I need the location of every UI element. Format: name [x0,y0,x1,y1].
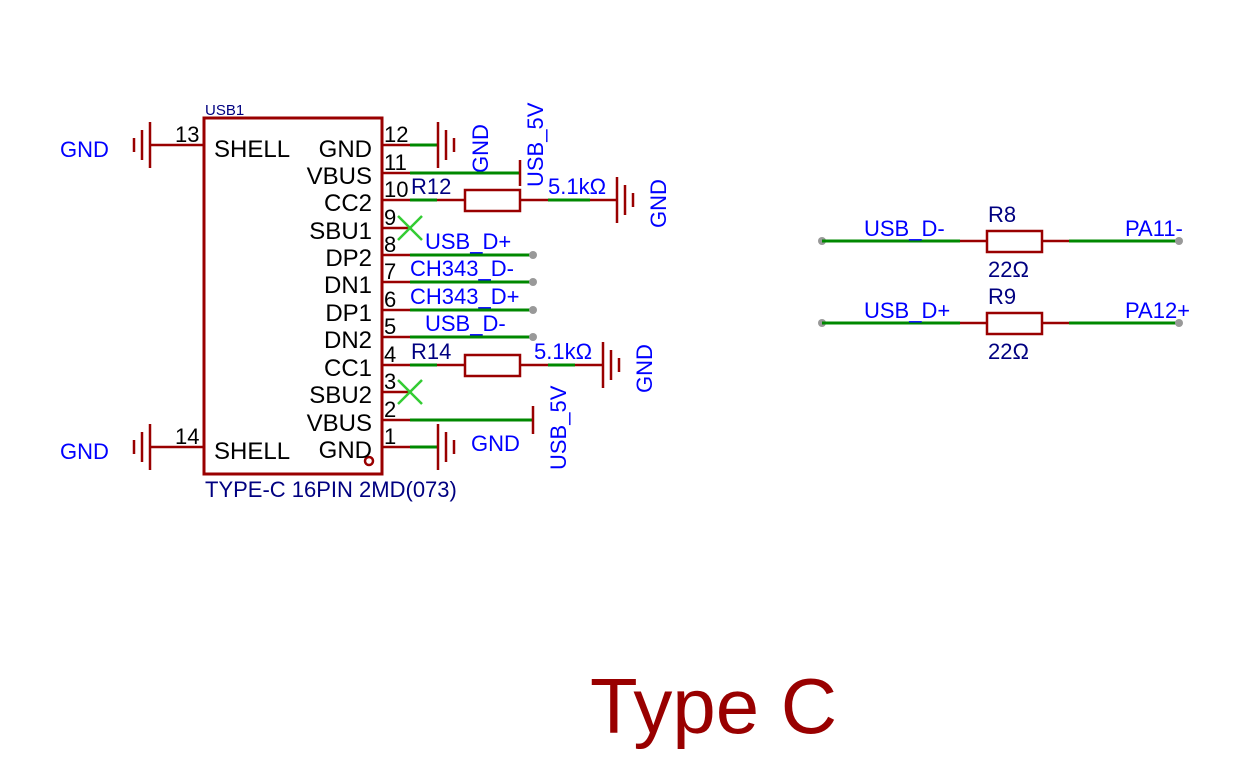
r9-right-net: PA12+ [1125,298,1190,323]
r9-left-net: USB_D+ [864,298,950,323]
pin9-name: SBU1 [309,218,372,245]
connector-ref: USB1 [205,102,244,119]
pin11-name: VBUS [307,163,372,190]
r8-body [985,229,1044,254]
pin2-name: VBUS [307,410,372,437]
pin12-gnd: GND [410,122,493,173]
usb5v-label-bottom: USB_5V [546,385,571,470]
usb5v-label-top: USB_5V [523,102,548,187]
gnd-label-pin12: GND [468,124,493,173]
gnd-label-pin1: GND [471,431,520,456]
pin4-name: CC1 [324,355,372,382]
pin2-num: 2 [384,397,396,422]
pin10-num: 10 [384,177,408,202]
pin10-name: CC2 [324,190,372,217]
pin9-num: 9 [384,205,396,230]
r8-value: 22Ω [988,257,1029,282]
gnd-label-left-top: GND [60,137,109,162]
pin11-num: 11 [384,150,407,175]
pin5-name: DN2 [324,327,372,354]
r9-circuit[interactable]: USB_D+ PA12+ R9 22Ω [818,284,1190,364]
pin13-name: SHELL [214,136,290,163]
connector-body [202,116,384,476]
gnd-label-r14: GND [632,344,657,393]
r8-ref: R8 [988,202,1016,227]
pin8-num: 8 [384,232,396,257]
r8-circuit[interactable]: USB_D- PA11- R8 22Ω [818,202,1183,282]
pin14-name: SHELL [214,438,290,465]
pin1-name: GND [319,437,372,464]
r9-value: 22Ω [988,339,1029,364]
signal-nets: USB_D+ CH343_D- CH343_D+ USB_D- [410,229,537,341]
r14-body [463,353,522,378]
r9-ref: R9 [988,284,1016,309]
pin12-num: 12 [384,122,408,147]
pin6-num: 6 [384,287,396,312]
right-pin-numbers: 12 11 10 9 8 7 6 5 4 3 2 1 [384,122,408,449]
pin3-noconnect [397,379,423,405]
r14-ref: R14 [411,339,451,364]
pin14-num: 14 [175,424,199,449]
pin2-usb5v: USB_5V [410,385,571,470]
usb-connector[interactable]: USB1 TYPE-C 16PIN 2MD(073) [202,102,457,502]
r12-ref: R12 [411,174,451,199]
pin9-noconnect [397,215,423,241]
r14-circuit[interactable]: R14 5.1kΩ GND [410,339,657,393]
connector-value: TYPE-C 16PIN 2MD(073) [205,477,457,502]
net-pin6: CH343_D+ [410,284,519,309]
gnd-label-r12: GND [646,179,671,228]
pin11-usb5v: USB_5V [410,102,548,187]
gnd-label-left-bottom: GND [60,439,109,464]
pin12-name: GND [319,136,372,163]
gnd-symbol-left-top: GND [60,122,152,168]
left-pins: 13 SHELL 14 SHELL [150,122,290,465]
pin3-num: 3 [384,369,396,394]
pin3-name: SBU2 [309,382,372,409]
r9-body [985,311,1044,336]
r12-value: 5.1kΩ [548,174,606,199]
r12-circuit[interactable]: R12 5.1kΩ GND [410,174,671,228]
pin4-num: 4 [384,342,396,367]
pin7-num: 7 [384,259,396,284]
pin1-gnd: GND [410,424,520,470]
r14-value: 5.1kΩ [534,339,592,364]
r8-right-net: PA11- [1125,216,1183,241]
r12-body [463,188,522,213]
net-pin8: USB_D+ [425,229,511,254]
r8-left-net: USB_D- [864,216,945,241]
right-pin-names: GND VBUS CC2 SBU1 DP2 DN1 DP1 DN2 CC1 SB… [307,136,372,464]
pin1-marker [363,455,375,467]
pin7-name: DN1 [324,272,372,299]
gnd-symbol-left-bottom: GND [60,424,152,470]
pin13-num: 13 [175,122,199,147]
pin5-num: 5 [384,314,396,339]
pin6-name: DP1 [325,300,372,327]
pin1-num: 1 [384,424,396,449]
net-pin5: USB_D- [425,311,506,336]
sheet-title: Type C [590,662,837,750]
right-pin-lines [382,143,410,449]
net-pin7: CH343_D- [410,256,514,281]
pin8-name: DP2 [325,245,372,272]
